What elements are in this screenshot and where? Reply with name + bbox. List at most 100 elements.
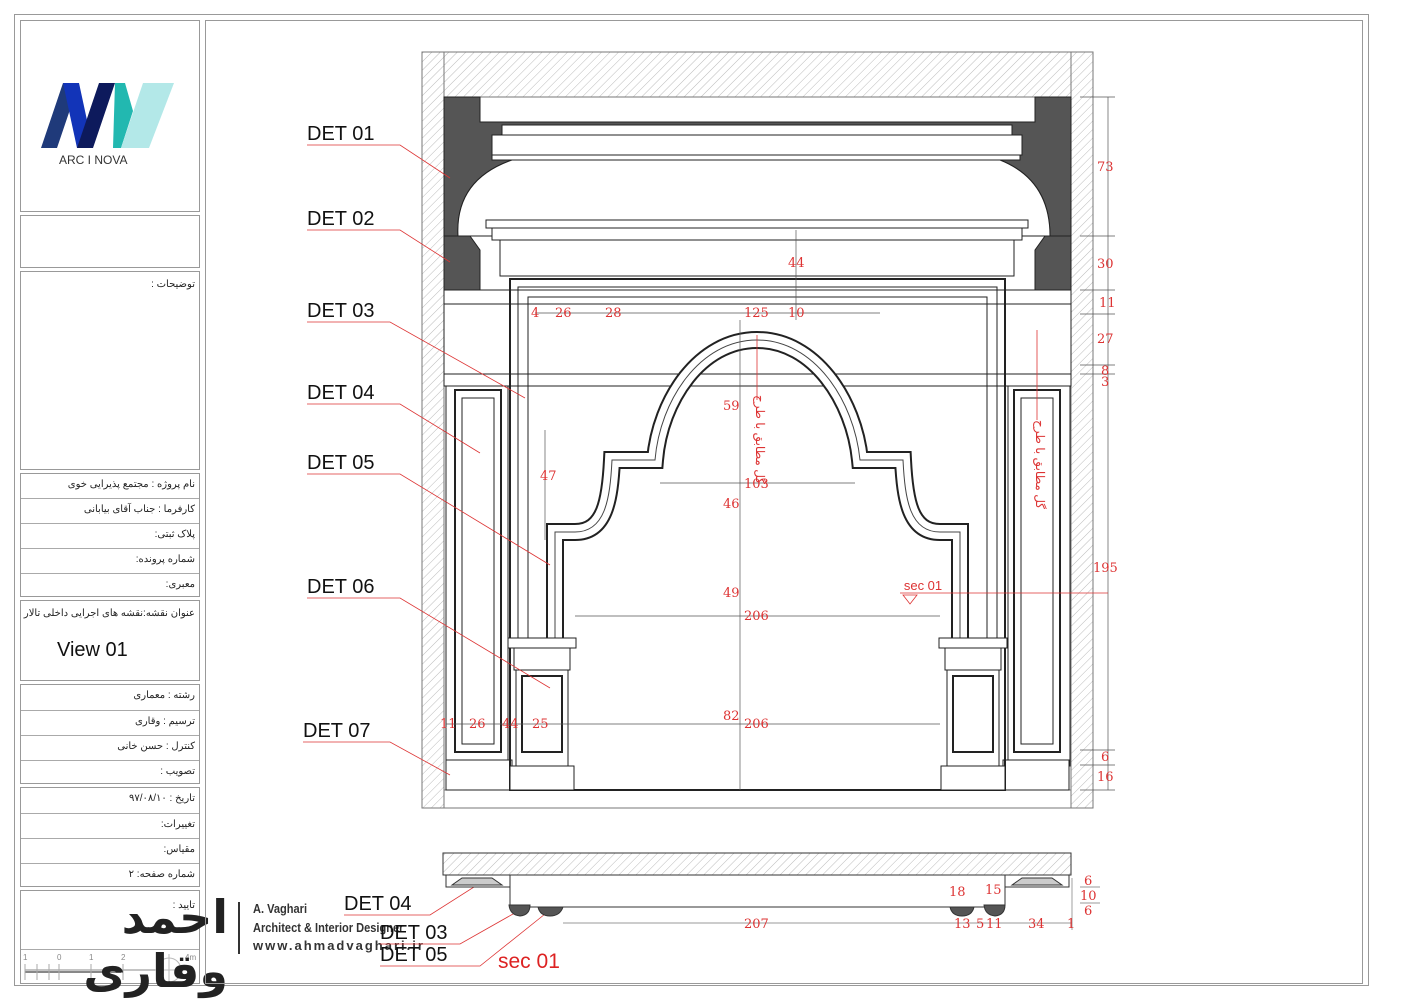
sheet-title-box: عنوان نقشه:نقشه های اجرایی داخلی تالار V… [20, 600, 200, 681]
arc-nova-logo: ARC I NOVA [41, 83, 174, 167]
dim-label: 206 [744, 717, 769, 732]
logo-box: ARC I NOVA [20, 20, 200, 212]
dim-label: 46 [723, 497, 740, 512]
discipline: رشته : معماری [133, 690, 195, 701]
checked-by: کنترل : حسن خانی [117, 741, 195, 752]
inner-dimensions: 44 4 26 28 125 10 59 47 103 46 49 206 82… [440, 256, 1047, 732]
notes-label: توضیحات : [151, 279, 195, 290]
scale-bar: 1 0 1 2 4m [21, 949, 199, 984]
scale-tick-label: 4m [185, 953, 196, 962]
dim-label: 44 [502, 717, 519, 732]
det-07-label[interactable]: DET 07 [303, 720, 370, 742]
plan-det-05-label[interactable]: DET 05 [380, 944, 447, 966]
plan-dimensions: 18 15 6 10 6 207 13 5 11 34 1 DET 04 DET… [344, 874, 1097, 973]
dim-label: 59 [723, 399, 740, 414]
walls [421, 51, 1094, 809]
passage: معبری: [165, 579, 195, 590]
plan-det-03-label[interactable]: DET 03 [380, 922, 447, 944]
signature-divider [238, 902, 240, 954]
dim-label: 47 [540, 469, 557, 484]
dim-label: 206 [744, 609, 769, 624]
client: کارفرما : جناب آقای بیابانی [83, 504, 195, 515]
dim-label: 15 [985, 883, 1002, 898]
dim-label: 10 [1080, 889, 1097, 904]
date-box: تاریخ : ۹۷/۰۸/۱۰ تغییرات: مقیاس: شماره ص… [20, 787, 200, 887]
signature-website: www.ahmadvaghari.ir [253, 938, 425, 953]
approval-label: تایید : [172, 900, 195, 911]
dim-label: 207 [744, 917, 769, 932]
view-name: View 01 [57, 639, 128, 661]
dim-label: 28 [605, 306, 622, 321]
brand-name: ARC I NOVA [59, 153, 127, 167]
drawn-by: ترسیم : وقاری [135, 716, 195, 727]
scale-tick-label: 2 [121, 953, 126, 962]
plan-view [442, 852, 1100, 930]
det-06-label[interactable]: DET 06 [307, 576, 374, 598]
dim-label: 3 [1101, 375, 1109, 390]
dim-label: 16 [1097, 770, 1114, 785]
dim-label: 34 [1028, 917, 1045, 932]
sheet-frame [14, 14, 1369, 986]
section-line [756, 330, 1108, 605]
dim-label: 10 [788, 306, 805, 321]
approved-by: تصویب : [160, 766, 195, 777]
scale-tick-label: 0 [57, 953, 62, 962]
dim-label: 13 [954, 917, 971, 932]
dim-label: 103 [744, 477, 769, 492]
dim-label: 44 [788, 256, 805, 271]
section-label[interactable]: sec 01 [904, 578, 942, 593]
scale: مقیاس: [163, 844, 195, 855]
columns [507, 637, 1008, 791]
dim-label: 27 [1097, 332, 1114, 347]
signature-role: Architect & Interior Designer [253, 920, 404, 935]
plot-number: پلاک ثبتی: [154, 529, 195, 540]
cornice [443, 96, 1072, 387]
right-dimensions: 73 30 11 27 8 3 195 6 16 [1093, 160, 1118, 785]
det-03-label[interactable]: DET 03 [307, 300, 374, 322]
det-04-label[interactable]: DET 04 [307, 382, 374, 404]
scale-tick-label: 1 [89, 953, 94, 962]
dim-label: 8 [1101, 364, 1109, 379]
dim-label: 11 [986, 917, 1003, 932]
dim-label: 195 [1093, 561, 1118, 576]
dim-label: 125 [744, 306, 769, 321]
side-panels [445, 385, 1071, 791]
page-number: شماره صفحه: ۲ [128, 869, 195, 880]
dim-label: 6 [1084, 874, 1092, 889]
compass-icon [155, 954, 183, 984]
project-name: نام پروژه : مجتمع پذیرایی خوی [67, 479, 195, 490]
dim-label: 11 [1099, 296, 1116, 311]
dim-label: 11 [440, 717, 457, 732]
dim-label: 4 [531, 306, 539, 321]
dim-label: 26 [555, 306, 572, 321]
det-05-label[interactable]: DET 05 [307, 452, 374, 474]
dim-label: 25 [532, 717, 549, 732]
dim-label: 49 [723, 586, 740, 601]
pattern-note: گل مطابق با طرح [1033, 420, 1047, 509]
plan-section-label[interactable]: sec 01 [498, 950, 560, 973]
blank-box [20, 215, 200, 268]
scale-tick-label: 1 [23, 953, 28, 962]
detail-labels: DET 01 DET 02 DET 03 DET 04 DET 05 DET 0… [303, 123, 374, 742]
dim-label: 73 [1097, 160, 1114, 175]
notes-box: توضیحات : [20, 271, 200, 470]
project-box: نام پروژه : مجتمع پذیرایی خوی کارفرما : … [20, 473, 200, 597]
det-01-label[interactable]: DET 01 [307, 123, 374, 145]
detail-leaders [303, 144, 551, 967]
pattern-note: گل مطابق با طرح [753, 395, 767, 484]
staff-box: رشته : معماری ترسیم : وقاری کنترل : حسن … [20, 684, 200, 784]
dim-label: 1 [1067, 917, 1075, 932]
file-number: شماره پرونده: [135, 554, 195, 565]
sheet-title: عنوان نقشه:نقشه های اجرایی داخلی تالار [23, 608, 195, 619]
det-02-label[interactable]: DET 02 [307, 208, 374, 230]
dim-label: 6 [1101, 750, 1109, 765]
revisions: تغییرات: [160, 819, 195, 830]
dimension-lines [446, 96, 1115, 791]
dim-label: 5 [976, 917, 984, 932]
plan-det-04-label[interactable]: DET 04 [344, 893, 411, 915]
dim-label: 26 [469, 717, 486, 732]
signature-name: A. Vaghari [253, 901, 308, 916]
dim-label: 82 [723, 709, 740, 724]
dim-label: 18 [949, 885, 966, 900]
